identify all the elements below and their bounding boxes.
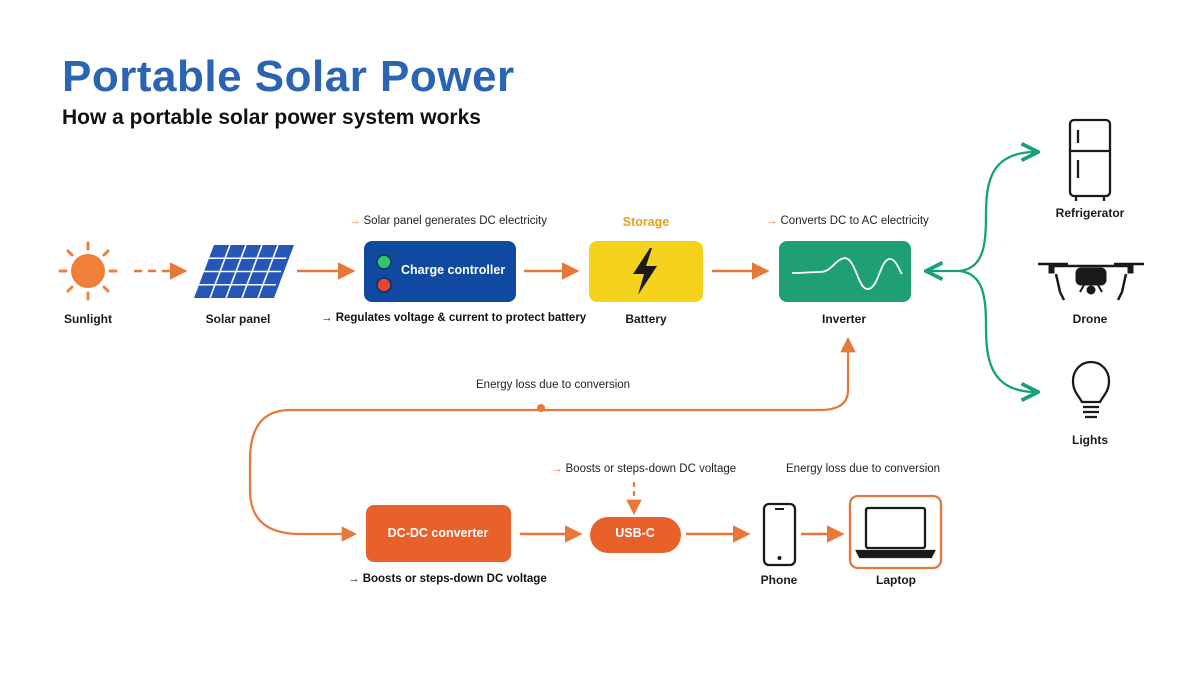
note-arrow-glyph: → [551, 463, 563, 475]
refrigerator-label: Refrigerator [1055, 206, 1125, 220]
dc-dc-converter-label: DC-DC converter [387, 526, 489, 540]
phone-label: Phone [760, 573, 798, 587]
converts-note: →Converts DC to AC electricity [766, 215, 929, 227]
inverter-to-converter-path [248, 336, 856, 542]
laptop-label: Laptop [876, 573, 916, 587]
drone-icon [1038, 262, 1144, 301]
laptop-icon [855, 506, 936, 559]
charge-controller-label: Charge controller [401, 263, 506, 277]
light-bulb-icon [1071, 360, 1111, 419]
drone-label: Drone [1072, 312, 1108, 326]
storage-header: Storage [622, 215, 670, 229]
sunlight-label: Sunlight [64, 312, 112, 326]
page-title: Portable Solar Power [62, 52, 515, 101]
note-arrow-glyph: → [321, 312, 333, 324]
phone-icon [762, 502, 797, 567]
ac-output-branches [928, 152, 1036, 392]
note-arrow-glyph: → [349, 215, 361, 227]
refrigerator-icon [1068, 118, 1112, 201]
usb-c-label: USB-C [615, 526, 655, 540]
boosts-note-top: →Boosts or steps-down DC voltage [551, 463, 737, 475]
solar-panel-icon [194, 244, 294, 299]
battery-label: Battery [625, 312, 667, 326]
note-arrow-glyph: → [348, 573, 360, 585]
note-arrow-glyph: → [766, 215, 778, 227]
energy-loss-dot [537, 404, 545, 412]
solar-panel-label: Solar panel [205, 312, 271, 326]
sun-icon [58, 241, 118, 301]
laptop-highlight-frame [848, 494, 943, 570]
boosts-note-bottom: → Boosts or steps-down DC voltage [348, 573, 547, 585]
usb-c-box [590, 517, 681, 553]
inverter-label: Inverter [821, 312, 867, 326]
energy-loss-note-top: Energy loss due to conversion [476, 379, 631, 391]
sine-wave-icon [791, 257, 903, 290]
charge-controller-box [364, 241, 516, 302]
inverter-box [779, 241, 911, 302]
battery-box [589, 241, 703, 302]
regulates-note: → Regulates voltage & current to protect… [321, 312, 587, 324]
panel-generates-note: →Solar panel generates DC electricity [349, 215, 547, 227]
dc-dc-converter-box [366, 505, 511, 562]
lightning-bolt-icon [633, 248, 657, 295]
page-subtitle: How a portable solar power system works [62, 106, 481, 129]
energy-loss-note-right: Energy loss due to conversion [786, 463, 941, 475]
indicator-lights-icon [376, 254, 392, 293]
lights-label: Lights [1072, 433, 1108, 447]
